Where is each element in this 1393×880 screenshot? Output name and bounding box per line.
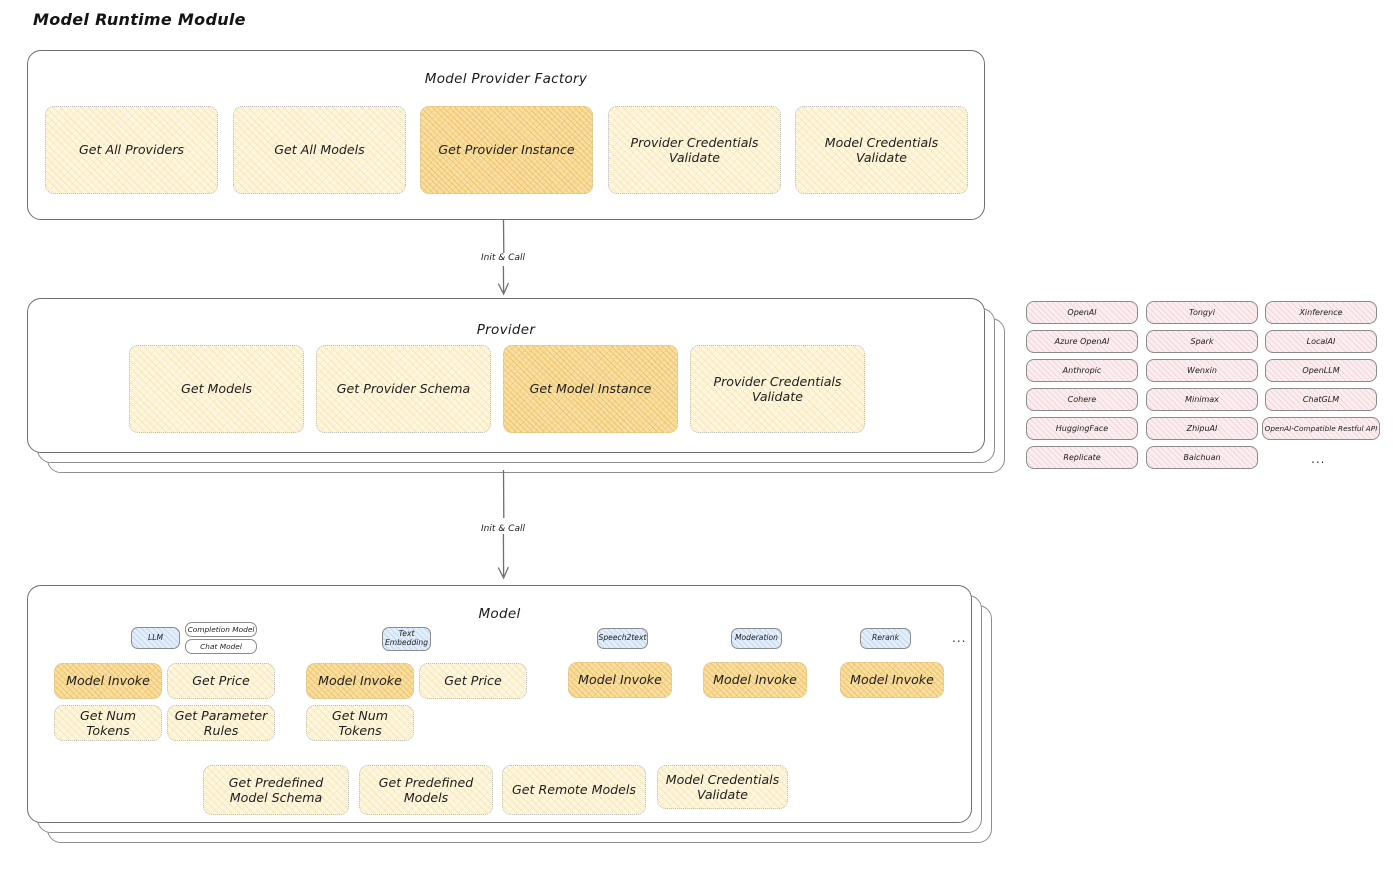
- provider-pill-huggingface[interactable]: HuggingFace: [1026, 417, 1138, 440]
- provider-node-provider-credentials-validate[interactable]: Provider Credentials Validate: [690, 345, 865, 433]
- provider-pill-zhipuai[interactable]: ZhipuAI: [1146, 417, 1258, 440]
- model-speech2text-node-model-invoke[interactable]: Model Invoke: [568, 662, 672, 698]
- model-title: Model: [478, 606, 521, 622]
- provider-pill-azure-openai[interactable]: Azure OpenAI: [1026, 330, 1138, 353]
- model-text-embedding-node-get-num-tokens[interactable]: Get Num Tokens: [306, 705, 414, 741]
- model-subbadge-chat-model[interactable]: Chat Model: [185, 639, 257, 654]
- provider-node-get-provider-schema[interactable]: Get Provider Schema: [316, 345, 491, 433]
- provider-node-get-model-instance[interactable]: Get Model Instance: [503, 345, 678, 433]
- model-text-embedding-node-model-invoke[interactable]: Model Invoke: [306, 663, 414, 699]
- model-common-node-get-remote-models[interactable]: Get Remote Models: [502, 765, 646, 815]
- model-badge-speech2text[interactable]: Speech2text: [597, 628, 648, 649]
- provider-title: Provider: [476, 322, 536, 338]
- provider-node-get-models[interactable]: Get Models: [129, 345, 304, 433]
- model-llm-node-model-invoke[interactable]: Model Invoke: [54, 663, 162, 699]
- factory-node-model-credentials-validate[interactable]: Model Credentials Validate: [795, 106, 968, 194]
- model-common-node-get-predefined-models[interactable]: Get Predefined Models: [359, 765, 493, 815]
- model-provider-factory-title: Model Provider Factory: [424, 71, 588, 87]
- model-rerank-node-model-invoke[interactable]: Model Invoke: [840, 662, 944, 698]
- arrow-label-init-and-call-1: Init & Call: [478, 253, 528, 263]
- factory-node-get-provider-instance[interactable]: Get Provider Instance: [420, 106, 593, 194]
- provider-pill-cohere[interactable]: Cohere: [1026, 388, 1138, 411]
- model-llm-node-get-parameter-rules[interactable]: Get Parameter Rules: [167, 705, 275, 741]
- provider-pill-openllm[interactable]: OpenLLM: [1265, 359, 1377, 382]
- model-subbadge-completion-model[interactable]: Completion Model: [185, 622, 257, 637]
- model-text-embedding-node-get-price[interactable]: Get Price: [419, 663, 527, 699]
- provider-pill-chatglm[interactable]: ChatGLM: [1265, 388, 1377, 411]
- model-badge-moderation[interactable]: Moderation: [731, 628, 782, 649]
- provider-pill-openai-compatible-restful-api[interactable]: OpenAI-Compatible Restful API: [1262, 417, 1380, 440]
- provider-pill-xinference[interactable]: Xinference: [1265, 301, 1377, 324]
- model-groups-more-ellipsis: ...: [952, 631, 967, 645]
- provider-pill-localai[interactable]: LocalAI: [1265, 330, 1377, 353]
- model-llm-node-get-num-tokens[interactable]: Get Num Tokens: [54, 705, 162, 741]
- arrow-factory-to-provider: [497, 220, 509, 296]
- model-common-node-model-credentials-validate[interactable]: Model Credentials Validate: [657, 765, 788, 809]
- model-llm-node-get-price[interactable]: Get Price: [167, 663, 275, 699]
- provider-pill-anthropic[interactable]: Anthropic: [1026, 359, 1138, 382]
- model-badge-llm[interactable]: LLM: [131, 627, 180, 649]
- page-title: Model Runtime Module: [33, 10, 246, 29]
- provider-pill-baichuan[interactable]: Baichuan: [1146, 446, 1258, 469]
- provider-pill-openai[interactable]: OpenAI: [1026, 301, 1138, 324]
- model-badge-rerank[interactable]: Rerank: [860, 628, 911, 649]
- provider-pill-replicate[interactable]: Replicate: [1026, 446, 1138, 469]
- arrow-label-init-and-call-2: Init & Call: [478, 524, 528, 534]
- provider-pill-tongyi[interactable]: Tongyi: [1146, 301, 1258, 324]
- provider-pill-spark[interactable]: Spark: [1146, 330, 1258, 353]
- model-panel: Model: [27, 585, 972, 823]
- model-common-node-get-predefined-model-schema[interactable]: Get Predefined Model Schema: [203, 765, 349, 815]
- provider-pill-wenxin[interactable]: Wenxin: [1146, 359, 1258, 382]
- factory-node-get-all-models[interactable]: Get All Models: [233, 106, 406, 194]
- provider-list-more-ellipsis: ...: [1311, 452, 1326, 466]
- factory-node-provider-credentials-validate[interactable]: Provider Credentials Validate: [608, 106, 781, 194]
- model-moderation-node-model-invoke[interactable]: Model Invoke: [703, 662, 807, 698]
- model-badge-text-embedding[interactable]: Text Embedding: [382, 627, 431, 651]
- arrow-provider-to-model: [497, 470, 509, 580]
- factory-node-get-all-providers[interactable]: Get All Providers: [45, 106, 218, 194]
- provider-pill-minimax[interactable]: Minimax: [1146, 388, 1258, 411]
